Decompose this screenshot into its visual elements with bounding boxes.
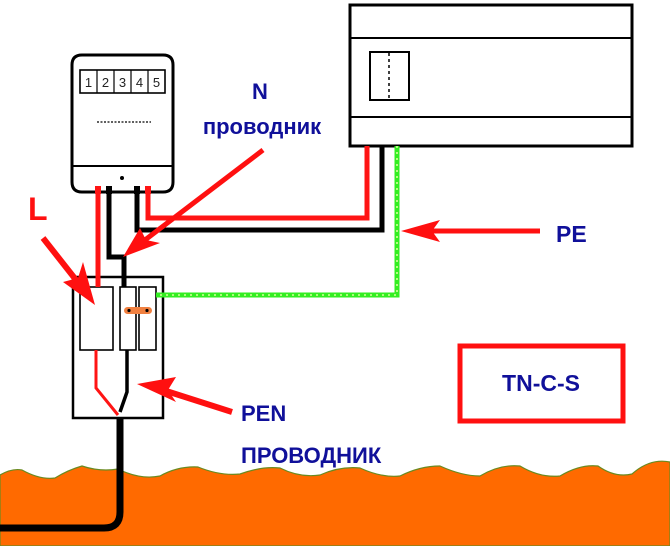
label-n: N [252,79,268,104]
phase-wire-out [145,146,370,221]
label-l: L [28,191,48,227]
pen-wire-box [118,350,129,413]
pe-terminal [138,286,157,351]
distribution-box [71,275,165,420]
consumer-panel [348,3,634,148]
system-type-box: TN-C-S [457,343,626,424]
arrow-n [123,148,265,257]
meter-seal-dot [120,176,124,180]
label-pen: PEN [241,401,286,426]
label-pe: PE [556,221,587,247]
pen-cable-underground [0,410,124,532]
ground-earth [0,460,670,546]
meter-digit: 2 [102,75,109,90]
phase-wire-box [94,350,120,416]
pen-terminal [119,286,137,351]
meter-digit: 5 [153,75,160,90]
pen-wire-meter [106,190,127,287]
meter-digit: 1 [85,75,92,90]
arrow-pen [137,377,233,415]
arrow-l [40,236,95,305]
meter-digit: 4 [136,75,143,90]
label-pen-conductor: ПРОВОДНИК [241,443,382,468]
system-type-label: TN-C-S [502,370,580,396]
pen-pe-jumper [124,307,152,314]
electricity-meter: 1 2 3 4 5 [70,53,175,194]
neutral-wire-out [134,146,385,233]
arrow-pe [401,220,540,242]
label-n-conductor: проводник [203,114,322,139]
meter-digit: 3 [119,75,126,90]
